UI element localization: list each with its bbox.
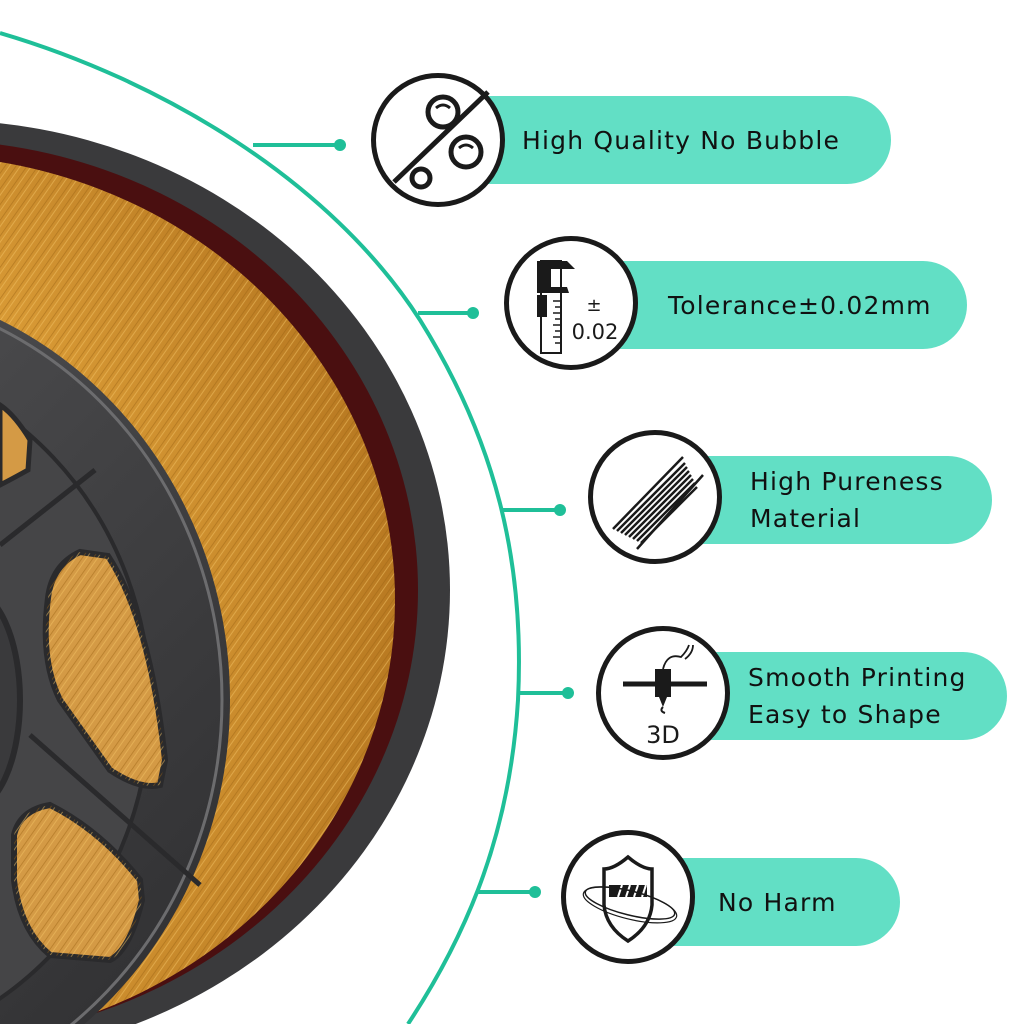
feature-pill-printing: Smooth Printing Easy to Shape (700, 652, 1007, 740)
no-bubble-icon (371, 73, 505, 207)
feature-pill-no-harm: No Harm (660, 858, 900, 946)
connector-arc (0, 31, 521, 1024)
connector-lines (253, 139, 574, 898)
feature-pill-no-bubble: High Quality No Bubble (470, 96, 891, 184)
feature-pill-pureness: High Pureness Material (690, 456, 992, 544)
3d-printer-nozzle-icon: 3D (596, 626, 730, 760)
svg-text:0.02: 0.02 (572, 320, 619, 344)
shield-icon (561, 830, 695, 964)
feature-label: High Pureness Material (750, 467, 944, 533)
feature-label: No Harm (718, 887, 837, 917)
feature-label: High Quality No Bubble (522, 125, 841, 155)
feature-label: Tolerance±0.02mm (668, 290, 932, 320)
filament-strands-icon (588, 430, 722, 564)
svg-text:±: ± (586, 295, 601, 316)
svg-text:3D: 3D (646, 721, 680, 749)
feature-label: Smooth Printing Easy to Shape (748, 663, 967, 729)
caliper-icon: ± 0.02 (504, 236, 638, 370)
feature-pill-tolerance: Tolerance±0.02mm (600, 261, 967, 349)
